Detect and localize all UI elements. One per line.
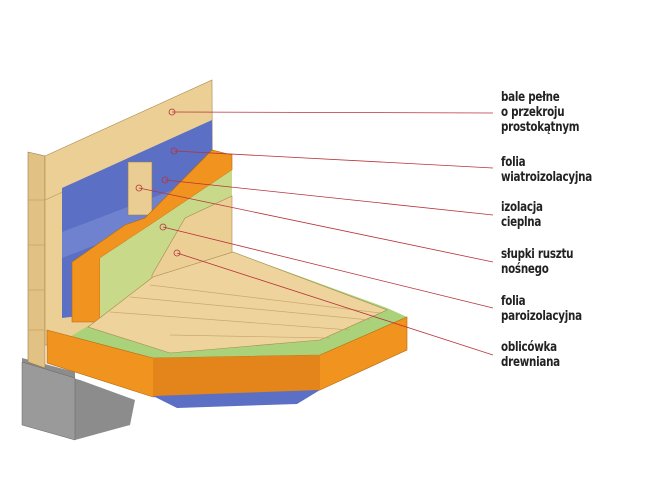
label-thermal-insulation: izolacja cieplna [501,200,543,230]
label-posts: słupki rusztu nośnego [501,246,574,277]
label-line: słupki rusztu [501,246,574,262]
label-line: wiatroizolacyjna [501,169,592,185]
underside-membrane [153,390,320,408]
label-wood-cladding: oblicówka drewniana [501,340,560,370]
label-line: folia [501,293,526,309]
foundation [22,358,135,440]
label-line: bale pełne [501,89,560,105]
leader-lines [135,108,494,356]
label-line: izolacja [501,199,543,215]
log-wall-side [27,151,46,369]
label-line: nośnego [501,261,549,277]
label-vapor-membrane: folia paroizolacyjna [501,294,582,324]
orange-front-shade [153,355,320,397]
label-line: prostokątnym [501,119,580,135]
foundation-front [21,361,76,441]
label-line: paroizolacyjna [501,308,582,324]
label-line: oblicówka [501,339,557,355]
label-line: drewniana [501,354,560,370]
label-line: o przekroju [501,104,565,120]
label-line: folia [501,154,526,170]
label-solid-logs: bale pełne o przekroju prostokątnym [501,89,580,135]
label-wind-membrane: folia wiatroizolacyjna [501,155,592,185]
floor-boards [87,251,388,354]
label-line: cieplna [501,214,542,230]
